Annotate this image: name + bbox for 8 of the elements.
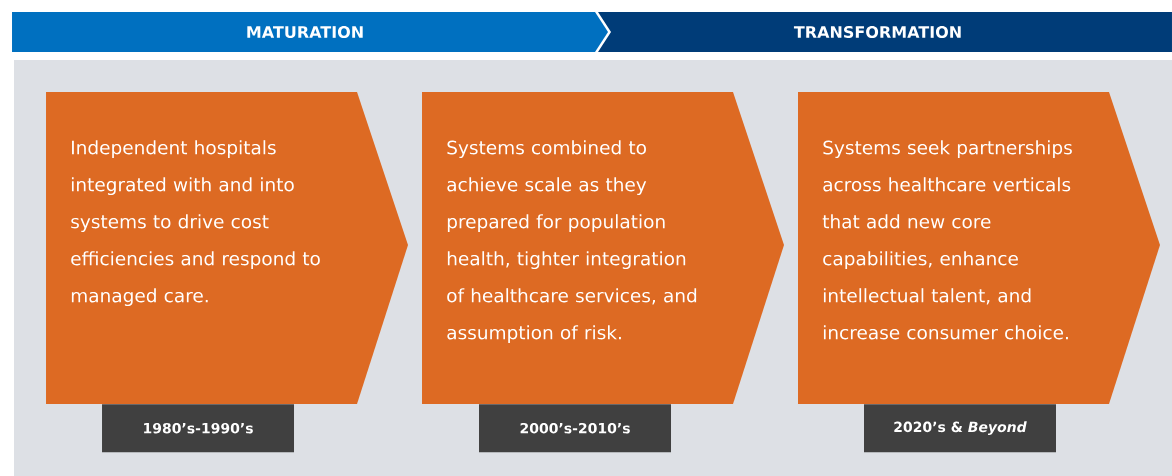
header-band: TRANSFORMATION [598, 12, 1172, 52]
header-band: MATURATION [12, 12, 608, 52]
date-tag: 2020’s & Beyond [864, 404, 1056, 453]
date-tag: 2000’s-2010’s [479, 404, 671, 453]
chevron-box: Systems seek partnerships across healthcare verticals that add new core capabilities, enhance intellectual talent, and increase consumer choice. [798, 92, 1160, 404]
date-tag: 1980’s-1990’s [102, 404, 294, 453]
chevron-box: Systems combined to achieve scale as they prepared for population health, tighter integration of healthcare services, and assumption of risk. [422, 92, 784, 404]
chevron-box: Independent hospitals integrated with and into systems to drive cost efficiencies and respond to managed care. [46, 92, 408, 404]
